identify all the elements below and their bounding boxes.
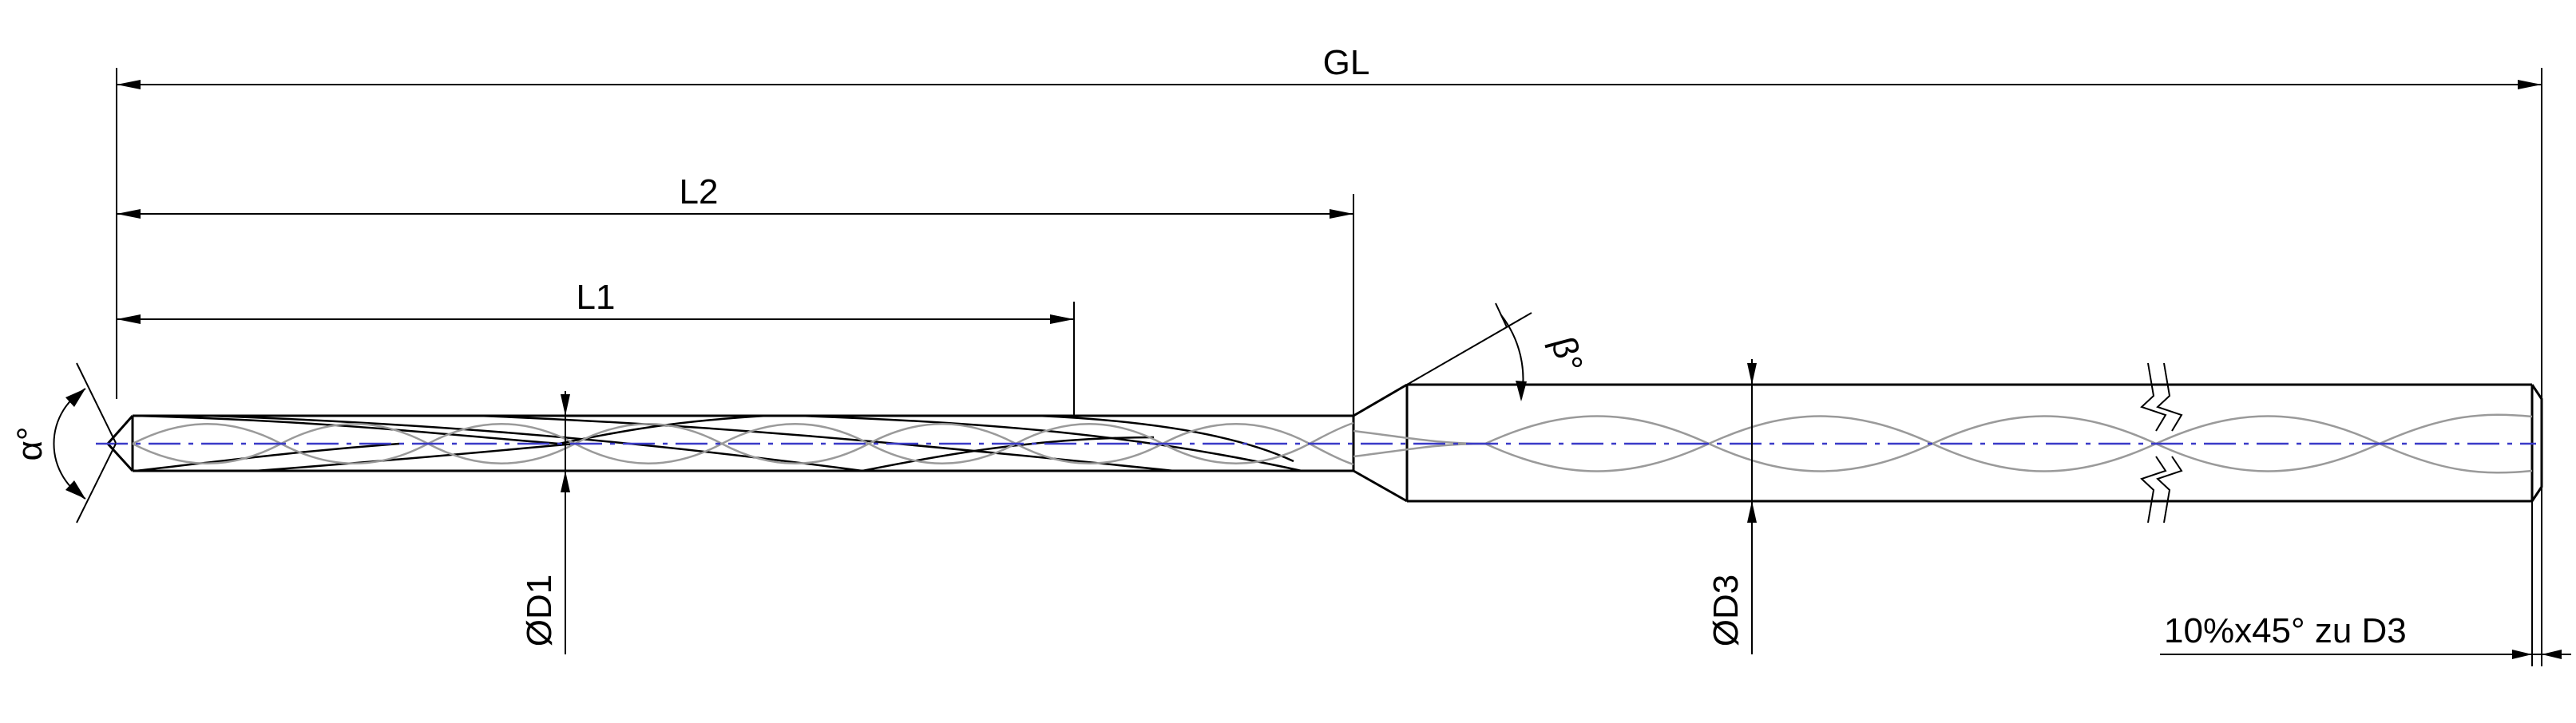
chamfer-label: 10%x45° zu D3 xyxy=(2164,611,2407,650)
break-mark xyxy=(2140,456,2167,523)
l1-arrow-left xyxy=(117,314,141,324)
helix-wave-shank xyxy=(1353,413,2533,445)
extension-lines xyxy=(116,68,2542,666)
alpha-leg-bottom xyxy=(76,443,117,523)
flute-line xyxy=(135,414,560,445)
drill-body xyxy=(105,383,2543,503)
break-mark xyxy=(2140,362,2167,432)
l1-dimension: L1 xyxy=(117,278,1074,324)
alpha-label: α° xyxy=(10,426,50,460)
alpha-arc xyxy=(53,388,86,500)
shank-chamfer-end xyxy=(2530,384,2543,502)
chamfer-arrow-right xyxy=(2542,650,2562,659)
flute-line xyxy=(862,436,1155,472)
cone-top-edge xyxy=(1353,383,1408,417)
flute-line xyxy=(255,442,576,472)
break-mark xyxy=(2156,456,2183,523)
l2-label: L2 xyxy=(680,172,719,211)
l1-arrow-right xyxy=(1050,314,1074,324)
d3-dimension: ØD3 xyxy=(1706,359,1757,654)
beta-label: β° xyxy=(1544,333,1590,376)
flute-line xyxy=(798,414,1302,472)
helix-wave-shank xyxy=(1353,442,2533,474)
shank-break-marks xyxy=(2140,362,2183,523)
cone-bottom-edge xyxy=(1353,469,1408,503)
alpha-arrow-bottom xyxy=(65,480,85,499)
l2-arrow-left xyxy=(117,209,141,219)
gl-label: GL xyxy=(1323,43,1370,82)
beta-arrow xyxy=(1516,381,1527,401)
chamfer-dimension: 10%x45° zu D3 xyxy=(2160,611,2571,659)
flute-line xyxy=(1037,414,1294,463)
d1-arrow-top xyxy=(561,394,570,416)
beta-leg xyxy=(1406,312,1532,385)
gl-dimension: GL xyxy=(117,43,2542,89)
d1-arrow-bottom xyxy=(561,471,570,492)
alpha-leg-top xyxy=(76,362,117,444)
alpha-angle-dimension: α° xyxy=(10,362,117,523)
helix-wave-fluted xyxy=(132,423,1354,466)
beta-angle-dimension: β° xyxy=(1406,302,1590,401)
alpha-arrow-top xyxy=(65,389,85,407)
gl-arrow-right xyxy=(2518,80,2542,89)
gray-helix-lines xyxy=(132,413,2533,474)
chamfer-arrow-left xyxy=(2512,650,2532,659)
l2-arrow-right xyxy=(1330,209,1353,219)
d3-arrow-bottom xyxy=(1747,501,1757,523)
d3-label: ØD3 xyxy=(1706,575,1746,646)
gl-arrow-left xyxy=(117,80,141,89)
l1-label: L1 xyxy=(577,278,616,317)
helix-wave-fluted xyxy=(132,421,1354,464)
l2-dimension: L2 xyxy=(117,172,1353,219)
break-mark xyxy=(2156,362,2183,432)
d3-arrow-top xyxy=(1747,363,1757,385)
d1-label: ØD1 xyxy=(520,575,559,646)
d1-dimension: ØD1 xyxy=(520,391,570,654)
flute-line xyxy=(135,442,400,472)
